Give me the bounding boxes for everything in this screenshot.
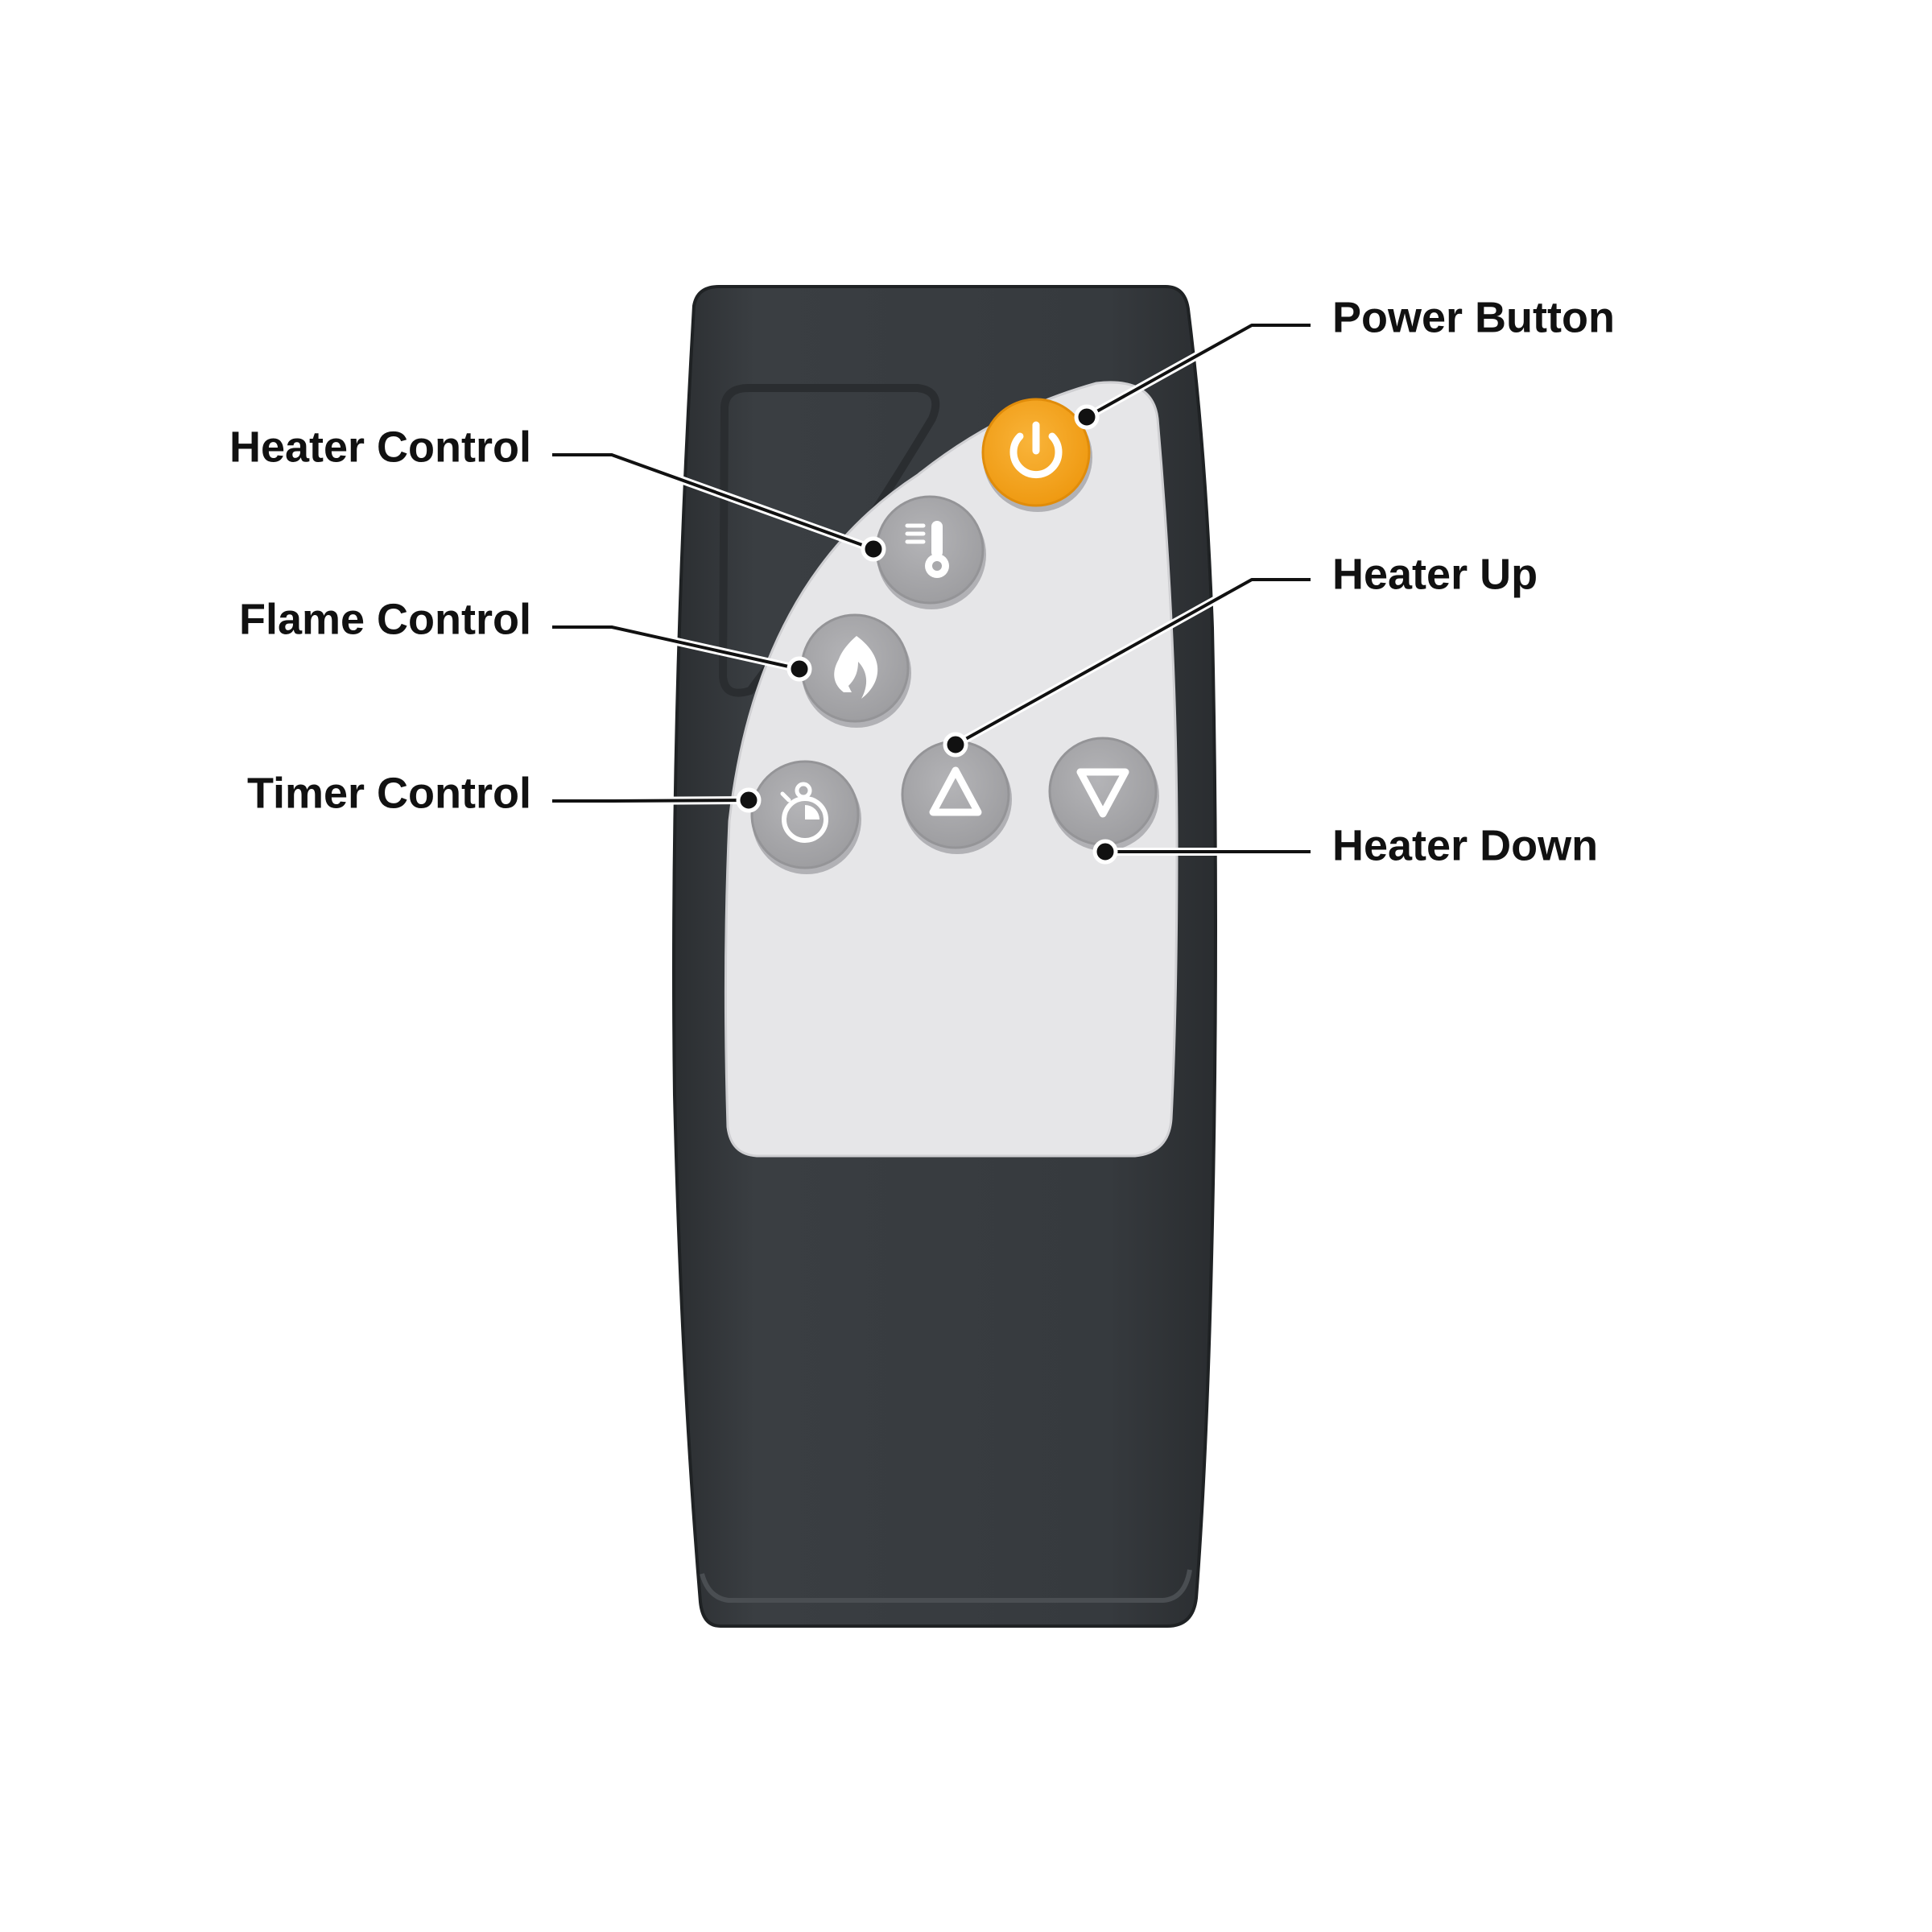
callout-label-timer: Timer Control xyxy=(247,769,531,817)
callout-flame: Flame Control xyxy=(239,595,812,682)
callout-label-flame: Flame Control xyxy=(239,595,531,643)
heater-button[interactable] xyxy=(875,495,986,609)
callout-line xyxy=(552,625,800,671)
up-button[interactable] xyxy=(901,740,1012,854)
flame-button[interactable] xyxy=(800,613,911,728)
heater-button-face[interactable] xyxy=(875,495,985,605)
remote-bottom-bevel xyxy=(700,1569,1192,1603)
timer-button[interactable] xyxy=(750,760,861,874)
triangle-up-icon xyxy=(929,766,982,816)
callout-label-power: Power Button xyxy=(1332,293,1615,341)
callout-label-down: Heater Down xyxy=(1332,821,1598,869)
callout-line xyxy=(552,453,874,551)
callout-line xyxy=(552,799,749,803)
callout-up: Heater Up xyxy=(943,550,1538,758)
callout-label-heater: Heater Control xyxy=(229,423,531,471)
down-button-face[interactable] xyxy=(1048,737,1158,846)
power-button[interactable] xyxy=(981,398,1092,512)
thermometer-icon xyxy=(905,521,949,578)
callout-dot xyxy=(943,732,968,758)
callout-dot xyxy=(736,787,762,813)
callout-dot xyxy=(786,656,812,682)
flame-icon xyxy=(834,636,878,699)
callout-power: Power Button xyxy=(1074,293,1615,430)
callout-dot xyxy=(1074,404,1100,430)
callout-timer: Timer Control xyxy=(247,769,762,817)
callout-down: Heater Down xyxy=(1092,821,1598,869)
callout-label-up: Heater Up xyxy=(1332,550,1538,598)
power-icon xyxy=(1009,421,1063,479)
down-button[interactable] xyxy=(1048,737,1159,851)
callout-dot xyxy=(861,536,886,562)
callout-dot xyxy=(1092,839,1118,865)
triangle-down-icon xyxy=(1076,768,1129,818)
up-button-face[interactable] xyxy=(901,740,1010,849)
timer-icon xyxy=(780,782,828,843)
callout-heater: Heater Control xyxy=(229,423,886,562)
callout-line xyxy=(955,578,1311,746)
callout-line xyxy=(1086,324,1311,419)
